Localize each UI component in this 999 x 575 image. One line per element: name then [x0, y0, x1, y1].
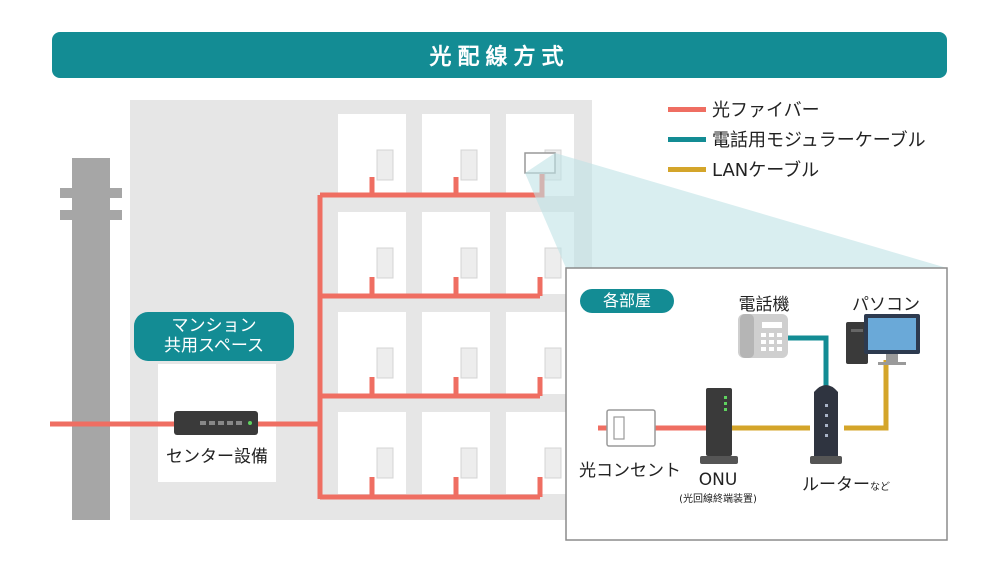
legend-label: LANケーブル: [712, 160, 820, 181]
router-label: ルーターなど: [796, 470, 896, 495]
legend-swatch: [668, 166, 706, 172]
optical-outlet-label: 光コンセント: [579, 461, 681, 481]
onu-subtitle: (光回線終端装置): [679, 494, 757, 505]
router-suffix: など: [870, 482, 890, 493]
legend-item-phone-cable: 電話用モジュラーケーブル: [668, 126, 926, 152]
onu-name: ONU: [698, 470, 738, 490]
zoom-beam: [525, 153, 947, 268]
utility-pole: [60, 158, 122, 520]
router-icon: [810, 385, 842, 464]
optical-outlet-icon: [606, 409, 656, 447]
telephone-label: 電話機: [738, 295, 790, 315]
legend-item-fiber: 光ファイバー: [668, 96, 820, 122]
legend-item-lan-cable: LANケーブル: [668, 156, 819, 182]
pc-label: パソコン: [852, 295, 920, 315]
room-badge: 各部屋: [580, 289, 674, 313]
center-equipment-label: センター設備: [166, 447, 268, 467]
router-name: ルーター: [802, 475, 870, 495]
legend-label: 光ファイバー: [712, 100, 820, 121]
page-title: 光配線方式: [429, 45, 570, 70]
onu-device-icon: [700, 388, 738, 464]
shared-space-label-line1: マンション: [171, 316, 257, 336]
title-banner: 光配線方式: [52, 32, 947, 78]
pc-icon: [846, 314, 920, 365]
shared-space-badge: マンション 共用スペース: [134, 312, 294, 361]
center-equipment-icon: [174, 411, 258, 435]
legend-swatch: [668, 136, 706, 142]
room-doors: [376, 149, 562, 479]
onu-label: ONU (光回線終端装置): [676, 470, 760, 505]
shared-space-label-line2: 共用スペース: [164, 336, 264, 356]
legend-swatch: [668, 106, 706, 112]
legend-label: 電話用モジュラーケーブル: [712, 130, 926, 151]
telephone-icon: [738, 314, 788, 358]
